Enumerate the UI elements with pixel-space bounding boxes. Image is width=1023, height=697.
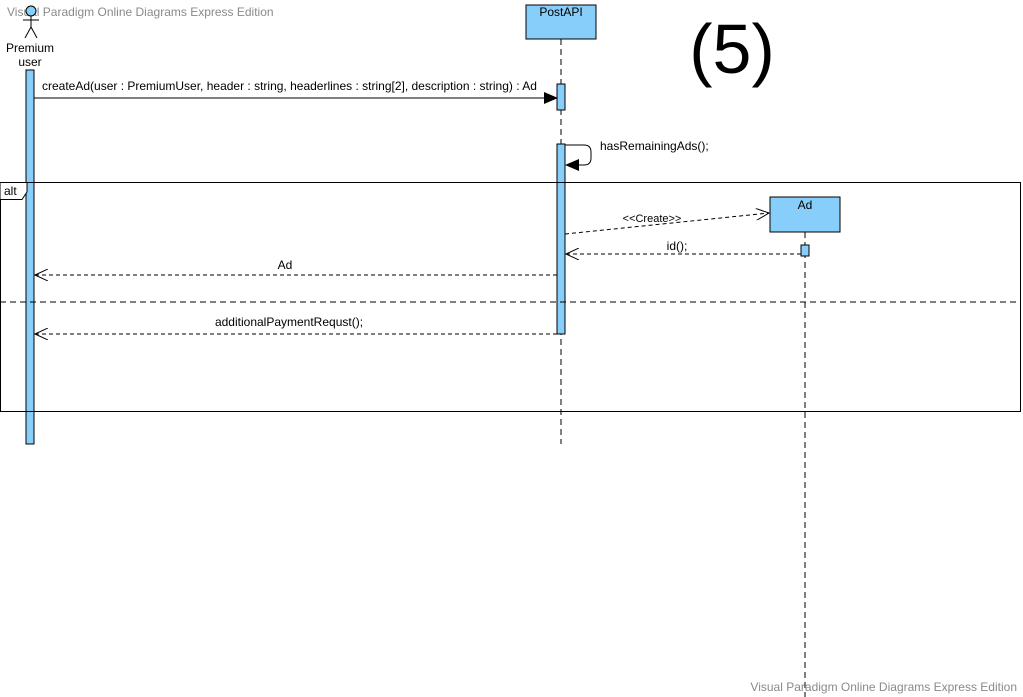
- message-create-ad[interactable]: createAd(user : PremiumUser, header : st…: [34, 79, 558, 104]
- actor-label-line1: Premium: [6, 41, 54, 55]
- message-id-return-label: id();: [667, 239, 688, 253]
- message-has-remaining-ads-label: hasRemainingAds();: [600, 139, 709, 153]
- message-create-label: <<Create>>: [623, 213, 682, 225]
- alt-fragment-operator: alt: [4, 184, 17, 198]
- alt-fragment[interactable]: alt: [0, 182, 1021, 412]
- watermark-bottom: Visual Paradigm Online Diagrams Express …: [750, 680, 1017, 694]
- message-create[interactable]: <<Create>>: [564, 213, 769, 235]
- post-api-activation-1: [556, 83, 566, 111]
- message-has-remaining-ads-arrow: [565, 144, 592, 171]
- message-has-remaining-ads[interactable]: hasRemainingAds();: [565, 139, 709, 171]
- message-create-ad-label: createAd(user : PremiumUser, header : st…: [42, 79, 537, 93]
- lifeline-post-api-head: [525, 4, 597, 40]
- actor-premium-user[interactable]: Premium user: [6, 5, 54, 69]
- actor-activation-bar: [25, 69, 35, 445]
- lifeline-post-api-label: PostAPI: [539, 5, 582, 19]
- lifeline-ad-label: Ad: [798, 198, 813, 212]
- message-additional-payment-label: additionalPaymentRequst();: [215, 315, 363, 329]
- ad-activation: [800, 244, 810, 257]
- alt-fragment-tab: [0, 182, 28, 200]
- message-create-arrow: [564, 213, 769, 235]
- watermark-top: Visual Paradigm Online Diagrams Express …: [7, 5, 274, 19]
- post-api-activation-2: [556, 143, 566, 335]
- message-ad-return-label: Ad: [278, 258, 293, 272]
- message-additional-payment[interactable]: additionalPaymentRequst();: [35, 315, 557, 334]
- lifeline-post-api[interactable]: PostAPI: [525, 4, 597, 444]
- lifeline-ad[interactable]: Ad: [769, 196, 841, 697]
- message-id-return[interactable]: id();: [566, 239, 801, 254]
- step-number: (5): [689, 10, 775, 88]
- alt-fragment-frame: [0, 182, 1021, 412]
- actor-icon: [23, 5, 39, 39]
- actor-label-line2: user: [18, 55, 41, 69]
- message-ad-return[interactable]: Ad: [35, 258, 557, 275]
